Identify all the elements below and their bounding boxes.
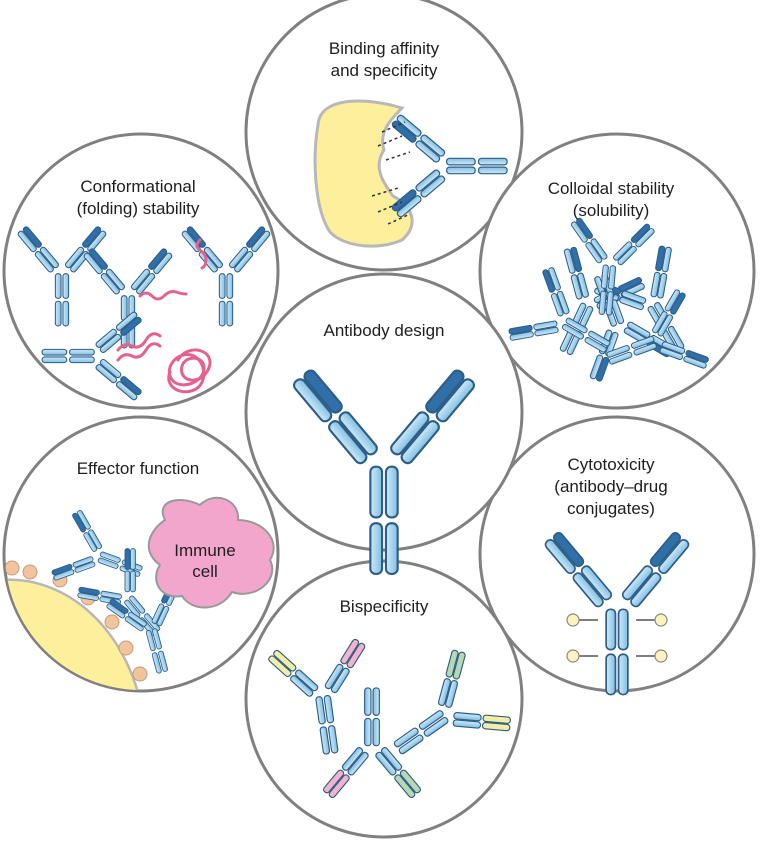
center-label: Antibody design: [323, 321, 445, 340]
target-cell: [5, 578, 142, 690]
effector-illustration: [5, 496, 275, 690]
binding-contact: [377, 135, 403, 147]
binding-label: Binding affinity and specificity: [328, 39, 440, 80]
conformational-label: Conformational (folding) stability: [76, 177, 200, 218]
fc-receptor: [22, 564, 38, 580]
bispecific-antibody-icon: [393, 649, 512, 755]
drug-payload: [566, 613, 580, 627]
bispecificity-label: Bispecificity: [339, 597, 429, 616]
fc-receptor: [118, 640, 134, 656]
binding-contact: [385, 151, 411, 161]
binding-antibody-icon: [391, 114, 508, 218]
fc-receptor: [132, 666, 148, 682]
partially-unfolded-antibody-icon: [83, 248, 173, 349]
bispecific-antibody-icon: [268, 638, 366, 755]
ring-conformational: [2, 132, 280, 410]
colloidal-illustration: [508, 217, 709, 382]
aggregated-unfolded-chain: [167, 348, 212, 394]
bispecificity-illustration: [268, 638, 512, 799]
aggregated-antibody-icon: [606, 289, 709, 369]
effector-label: Effector function: [76, 459, 200, 478]
cytotoxicity-label: Cytotoxicity (antibody–drug conjugates): [554, 455, 668, 518]
unfolded-chain: [116, 332, 162, 352]
antigen-blob: [313, 99, 414, 248]
immune-cell: [147, 496, 275, 609]
binding-contact: [381, 121, 406, 133]
center-antibody: [292, 369, 476, 576]
conformational-illustration: [17, 226, 271, 401]
binding-illustration: [313, 99, 508, 248]
aggregated-antibody-icon: [570, 217, 655, 316]
ring-bispecificity: [244, 559, 524, 839]
effector-antibody-icon: [51, 509, 143, 581]
drug-payload: [654, 649, 668, 663]
drug-payload: [654, 613, 668, 627]
ring-cytotoxicity: [478, 415, 756, 693]
bispecific-antibody-icon: [322, 687, 422, 799]
fc-receptor: [104, 614, 120, 630]
binding-contact: [387, 213, 411, 225]
ring-center: [244, 272, 524, 552]
cytotoxicity-illustration: [544, 532, 690, 696]
center-antibody-icon: [292, 369, 476, 576]
partially-unfolded-antibody-icon: [41, 311, 142, 401]
binding-contact: [371, 187, 399, 197]
unfolded-chain: [138, 290, 188, 301]
unfolded-chain: [195, 238, 208, 270]
immune-cell-label: Immune cell: [174, 541, 236, 581]
colloidal-label: Colloidal stability (solubility): [547, 179, 675, 220]
ring-colloidal: [478, 132, 756, 410]
binding-contact: [377, 201, 403, 213]
fc-receptor: [5, 560, 20, 576]
unfolded-chain: [116, 342, 162, 362]
folded-antibody-icon: [17, 226, 107, 327]
drug-payload: [566, 649, 580, 663]
aggregated-antibody-icon: [508, 267, 611, 353]
adc-antibody-icon: [544, 532, 690, 696]
